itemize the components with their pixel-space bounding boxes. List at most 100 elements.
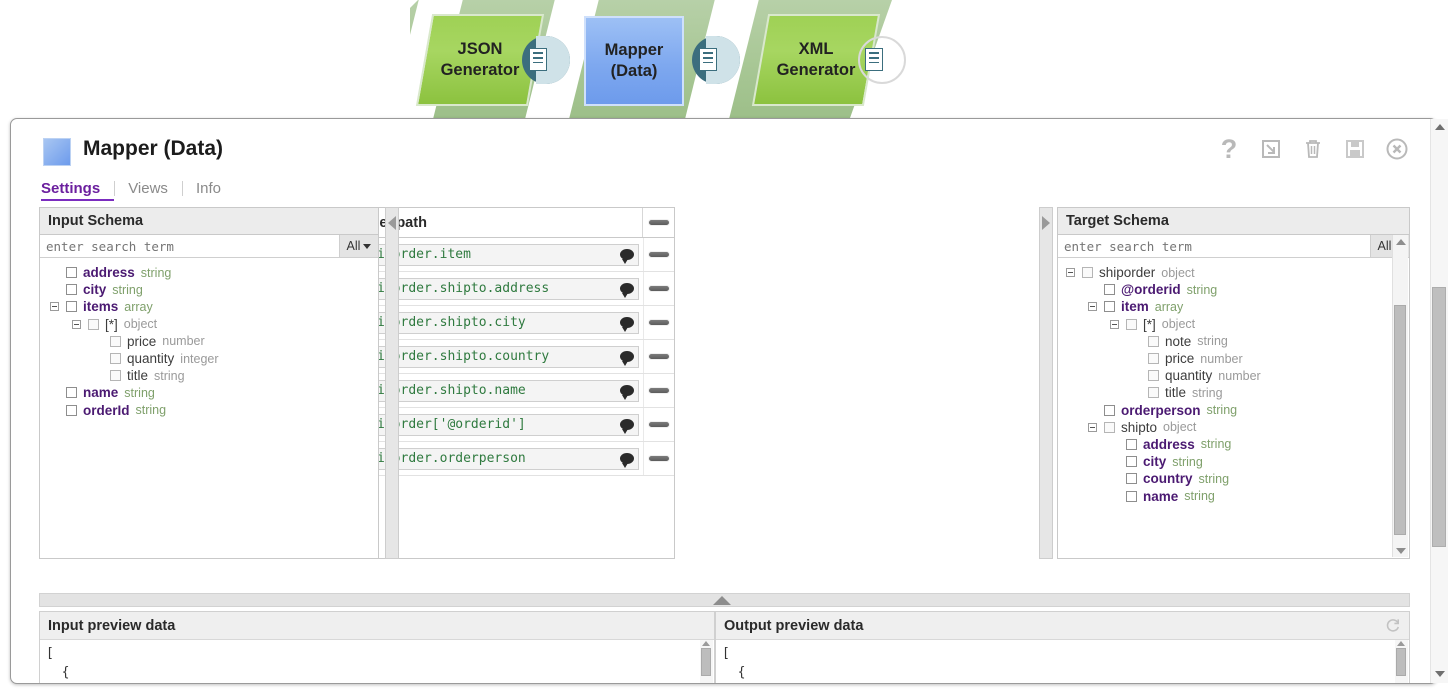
scrollbar-thumb[interactable] (1394, 305, 1406, 535)
tree-node-checkbox[interactable] (1126, 318, 1137, 330)
minimize-icon[interactable] (1258, 136, 1284, 162)
tree-node-checkbox[interactable] (1104, 404, 1115, 416)
help-icon[interactable]: ? (1220, 133, 1238, 164)
scrollbar-thumb[interactable] (1396, 648, 1406, 676)
tree-node-checkbox[interactable] (1148, 370, 1159, 382)
target-schema-search-input[interactable] (1058, 235, 1370, 257)
collapse-target-panel-button[interactable] (1039, 207, 1053, 559)
output-preview-scrollbar[interactable] (1395, 640, 1408, 683)
comment-icon[interactable] (620, 419, 635, 434)
tree-node-checkbox[interactable] (110, 370, 121, 382)
tree-node[interactable]: [*]object (40, 316, 378, 333)
tree-expander-icon[interactable] (1110, 319, 1119, 329)
flow-node-mapper-data[interactable]: Mapper (Data) (584, 16, 684, 106)
target-schema-scrollbar[interactable] (1392, 235, 1408, 557)
tree-expander-icon[interactable] (72, 319, 81, 329)
tree-expander-icon[interactable] (1088, 302, 1097, 312)
tree-node-checkbox[interactable] (1148, 335, 1159, 347)
tree-node-checkbox[interactable] (1104, 421, 1115, 433)
page-scrollbar[interactable] (1430, 119, 1448, 683)
tree-node-checkbox[interactable] (1104, 284, 1115, 296)
remove-row-button[interactable] (648, 353, 671, 360)
input-preview-text[interactable]: [ { "items": [ (46, 646, 70, 681)
tree-node-checkbox[interactable] (66, 301, 77, 313)
tree-node-checkbox[interactable] (66, 284, 77, 296)
scroll-up-button[interactable] (1435, 124, 1445, 130)
remove-all-rows-button[interactable] (647, 219, 670, 226)
target-path-field[interactable]: $shiporder.shipto.country (346, 345, 640, 368)
scrollbar-thumb[interactable] (1432, 287, 1446, 547)
tree-node[interactable]: [*]object (1058, 316, 1409, 333)
tree-node-checkbox[interactable] (1148, 353, 1159, 365)
tab-views[interactable]: Views (128, 180, 168, 197)
scrollbar-thumb[interactable] (701, 648, 711, 676)
input-schema-search-input[interactable] (40, 235, 339, 257)
tree-node-checkbox[interactable] (110, 335, 121, 347)
target-path-field[interactable]: $shiporder.shipto.address (346, 277, 640, 300)
remove-row-button[interactable] (648, 455, 671, 462)
tab-settings[interactable]: Settings (41, 180, 115, 201)
remove-row-button[interactable] (648, 421, 671, 428)
remove-row-button[interactable] (648, 285, 671, 292)
tree-node-checkbox[interactable] (1126, 473, 1137, 485)
tree-expander-icon[interactable] (1088, 422, 1097, 432)
comment-icon[interactable] (620, 317, 635, 332)
tab-info[interactable]: Info (195, 180, 221, 197)
save-icon[interactable] (1342, 136, 1368, 162)
tree-node-checkbox[interactable] (1104, 301, 1115, 313)
splitter-collapse-handle[interactable] (713, 596, 731, 605)
connector-icon-1[interactable] (522, 36, 570, 84)
delete-icon[interactable] (1300, 136, 1326, 162)
comment-icon[interactable] (620, 283, 635, 298)
input-schema-filter-dropdown[interactable]: All (339, 235, 378, 257)
tree-expander-icon[interactable] (50, 302, 59, 312)
output-preview-text[interactable]: [ { "shiporder": { (722, 646, 746, 681)
connector-icon-3[interactable] (858, 36, 906, 84)
input-preview-scrollbar[interactable] (700, 640, 713, 683)
tree-expander-icon[interactable] (1066, 268, 1075, 278)
close-icon[interactable] (1384, 136, 1410, 162)
scroll-up-button[interactable] (1393, 235, 1408, 248)
connector-icon-2[interactable] (692, 36, 740, 84)
collapse-input-panel-button[interactable] (385, 207, 399, 559)
tree-node-checkbox[interactable] (1126, 456, 1137, 468)
remove-row-button[interactable] (648, 319, 671, 326)
tree-node-checkbox[interactable] (66, 404, 77, 416)
tree-node-checkbox[interactable] (1126, 438, 1137, 450)
comment-icon[interactable] (620, 351, 635, 366)
scroll-down-button[interactable] (1393, 544, 1408, 557)
comment-icon[interactable] (620, 385, 635, 400)
comment-icon[interactable] (620, 249, 635, 264)
tree-node-checkbox[interactable] (66, 267, 77, 279)
tree-node-checkbox[interactable] (1082, 267, 1093, 279)
comment-icon[interactable] (620, 453, 635, 468)
remove-row-button[interactable] (648, 387, 671, 394)
tree-node-checkbox[interactable] (88, 318, 99, 330)
target-path-field[interactable]: $shiporder.item (346, 243, 640, 266)
tree-node-checkbox[interactable] (66, 387, 77, 399)
horizontal-splitter[interactable] (39, 593, 1410, 607)
tree-node-checkbox[interactable] (1126, 490, 1137, 502)
refresh-icon[interactable] (1384, 617, 1401, 634)
